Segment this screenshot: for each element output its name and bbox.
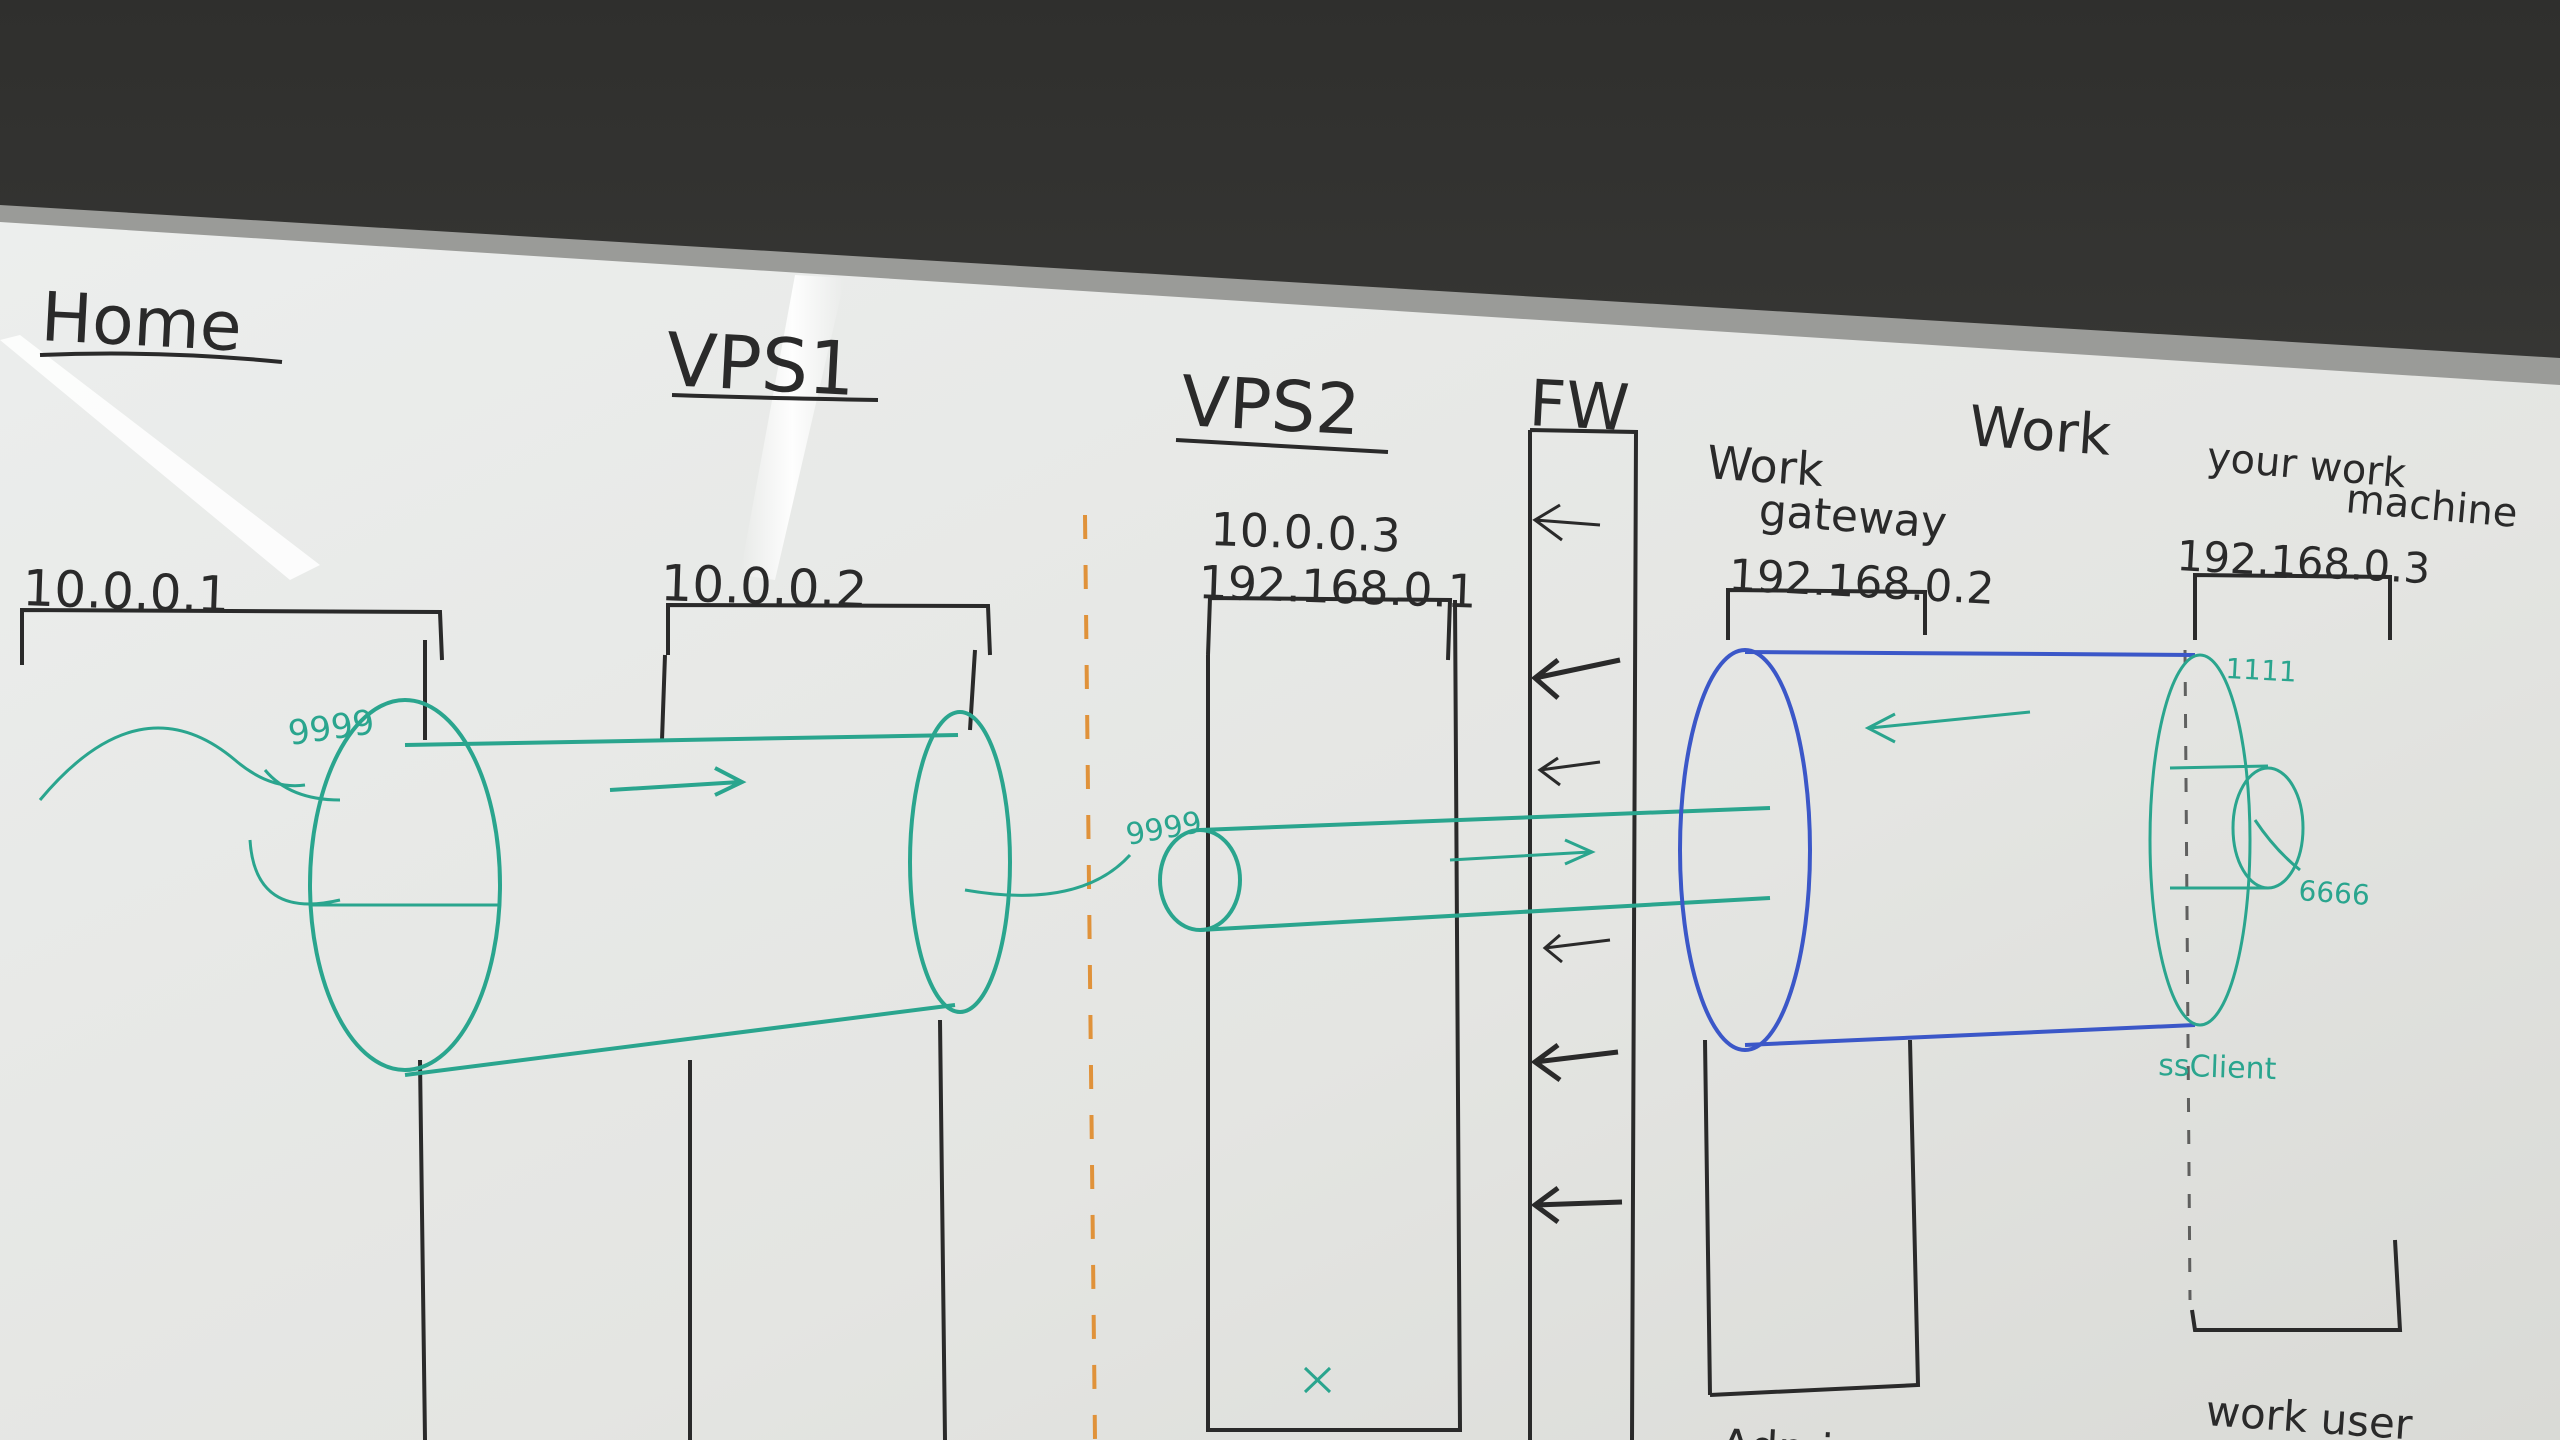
port-machine-client: ssClient: [2158, 1048, 2277, 1087]
tunnel-3-right-end: [1864, 653, 2305, 1027]
heading-work-gateway-line1: Work: [1705, 435, 1825, 497]
headings: Home VPS1 VPS2 FW Work Work gateway your…: [39, 278, 2519, 549]
machine-dashed-edge: [2183, 649, 2192, 1301]
tunnel-gateway-machine: [1678, 648, 2196, 1052]
tunnel-home-vps1: [38, 698, 1132, 1077]
box-machine: [2190, 572, 2403, 1332]
ip-home: 10.0.0.1: [22, 559, 231, 624]
light-reflection-center: [740, 275, 845, 580]
heading-vps2: VPS2: [1179, 360, 1362, 451]
vps2-x-mark: [1303, 1366, 1332, 1394]
ip-vps2-a: 10.0.0.3: [1210, 502, 1402, 563]
board-surface: [0, 222, 2560, 1440]
tunnel-3-left-end: [1678, 648, 1812, 1052]
heading-fw: FW: [1527, 367, 1631, 446]
box-gateway: [1703, 587, 1927, 1397]
tunnel-vps2-gateway: [1158, 806, 1771, 932]
box-vps2: [1206, 595, 1463, 1432]
heading-work: Work: [1967, 394, 2114, 469]
separator-dashed-line: [1083, 514, 1097, 1440]
host-boxes: [20, 428, 2403, 1440]
tunnel-1-left-end: [308, 698, 502, 1072]
port-machine-top: 1111: [2225, 652, 2298, 689]
box-firewall: [1528, 428, 1639, 1440]
box-vps1: [660, 602, 992, 1440]
ip-vps1: 10.0.0.2: [660, 554, 869, 619]
label-gateway-bottom: Admin: [1719, 1420, 1862, 1440]
firewall-arrows: [1530, 503, 1623, 1225]
port-machine-side: 6666: [2298, 874, 2371, 912]
box-home: [20, 607, 444, 1440]
light-reflection-left: [0, 335, 320, 580]
ip-vps2-b: 192.168.0.1: [1198, 555, 1478, 619]
tunnel-1-right-end: [908, 710, 1012, 1014]
